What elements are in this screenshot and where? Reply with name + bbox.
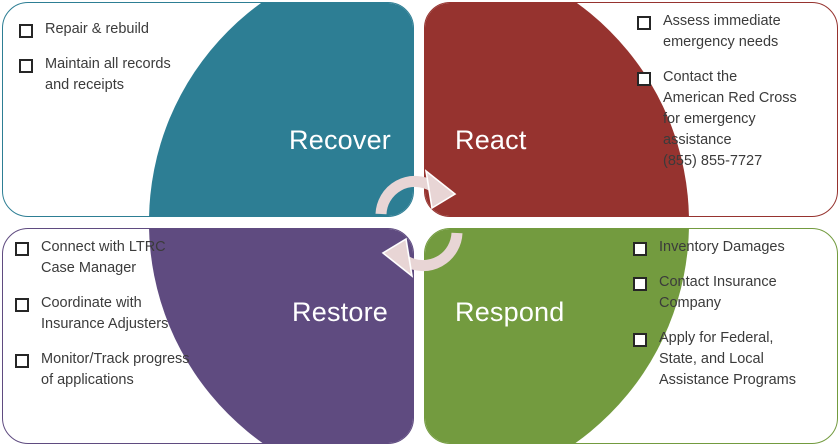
list-item[interactable]: Coordinate with Insurance Adjusters <box>15 293 230 335</box>
checklist-react: Assess immediate emergency needs Contact… <box>637 11 827 186</box>
list-item-label: Coordinate with Insurance Adjusters <box>41 295 169 332</box>
quadrant-card-restore[interactable]: Restore Connect with LTRC Case Manager C… <box>2 228 414 444</box>
list-item-label: Monitor/Track progress of applications <box>41 351 190 388</box>
checkbox-icon[interactable] <box>15 354 29 368</box>
list-item[interactable]: Maintain all records and receipts <box>19 54 219 96</box>
checkbox-icon[interactable] <box>19 24 33 38</box>
list-item[interactable]: Connect with LTRC Case Manager <box>15 237 230 279</box>
quadrant-card-respond[interactable]: Respond Inventory Damages Contact Insura… <box>424 228 838 444</box>
list-item[interactable]: Contact Insurance Company <box>633 272 829 314</box>
checkbox-icon[interactable] <box>19 59 33 73</box>
list-item-label: Maintain all records and receipts <box>45 56 171 93</box>
quadrant-card-recover[interactable]: Recover Repair & rebuild Maintain all re… <box>2 2 414 217</box>
checkbox-icon[interactable] <box>15 298 29 312</box>
list-item-label: Apply for Federal, State, and Local Assi… <box>659 330 796 388</box>
checkbox-icon[interactable] <box>633 333 647 347</box>
list-item-label: Repair & rebuild <box>45 21 149 37</box>
checklist-respond: Inventory Damages Contact Insurance Comp… <box>633 237 829 405</box>
list-item[interactable]: Contact the American Red Cross for emerg… <box>637 67 827 172</box>
checklist-recover: Repair & rebuild Maintain all records an… <box>19 19 219 110</box>
quadrant-title-recover: Recover <box>289 125 391 155</box>
list-item-label: Inventory Damages <box>659 239 785 255</box>
checkbox-icon[interactable] <box>637 72 651 86</box>
list-item-label: Assess immediate emergency needs <box>663 13 781 50</box>
list-item[interactable]: Repair & rebuild <box>19 19 219 40</box>
checkbox-icon[interactable] <box>633 242 647 256</box>
list-item[interactable]: Monitor/Track progress of applications <box>15 349 230 391</box>
list-item[interactable]: Assess immediate emergency needs <box>637 11 827 53</box>
checkbox-icon[interactable] <box>637 16 651 30</box>
checkbox-icon[interactable] <box>633 277 647 291</box>
checklist-restore: Connect with LTRC Case Manager Coordinat… <box>15 237 230 405</box>
list-item-label: Contact Insurance Company <box>659 274 777 311</box>
list-item-label: Connect with LTRC Case Manager <box>41 239 166 276</box>
quadrant-title-restore: Restore <box>292 297 388 327</box>
list-item[interactable]: Apply for Federal, State, and Local Assi… <box>633 328 829 391</box>
checkbox-icon[interactable] <box>15 242 29 256</box>
quadrant-card-react[interactable]: React Assess immediate emergency needs C… <box>424 2 838 217</box>
quadrant-title-respond: Respond <box>455 297 565 327</box>
list-item-label: Contact the American Red Cross for emerg… <box>663 69 797 169</box>
quadrant-title-react: React <box>455 125 527 155</box>
list-item[interactable]: Inventory Damages <box>633 237 829 258</box>
